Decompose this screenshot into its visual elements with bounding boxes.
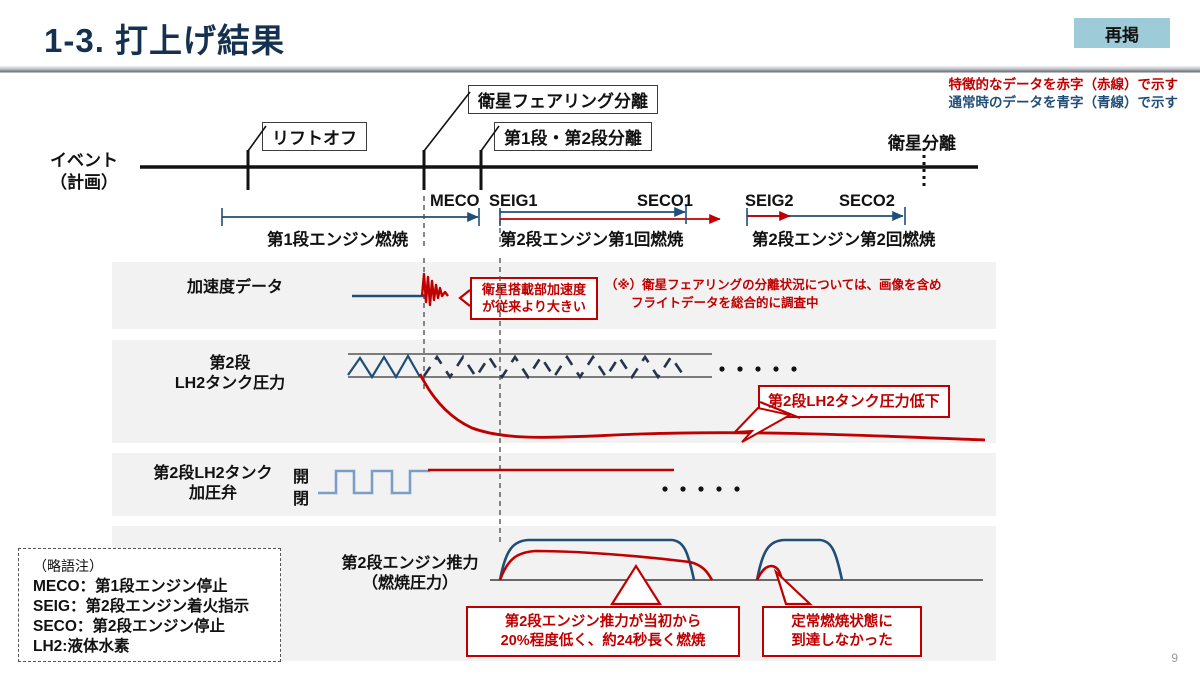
page-number: 9 xyxy=(1171,651,1178,665)
event-code-seco2: SECO2 xyxy=(839,192,895,210)
burn-phase-label-stage2-burn1: 第2段エンジン第1回燃焼 xyxy=(500,231,684,249)
footnote-marker: （※） xyxy=(605,278,643,292)
callout-no-steady-burn: 定常燃焼状態に 到達しなかった xyxy=(762,606,922,657)
abbreviation-title: （略語注） xyxy=(33,558,103,574)
abbreviation-line-lh2: LH2:液体水素 xyxy=(33,637,130,655)
footnote-line2: フライトデータを総合的に調査中 xyxy=(631,296,819,311)
footnote-acceleration: （※）衛星フェアリングの分離状況については、画像を含め フライトデータを総合的に… xyxy=(605,276,942,312)
callout-thrust-low-line1: 第2段エンジン推力が当初から xyxy=(504,613,702,630)
timeline-callout-stage-separation: 第1段・第2段分離 xyxy=(494,122,652,151)
event-code-seco1: SECO1 xyxy=(637,192,693,210)
footnote-line1: （※）衛星フェアリングの分離状況については、画像を含め xyxy=(605,276,942,294)
title-divider xyxy=(0,66,1200,73)
abbreviation-box: （略語注） MECO：第1段エンジン停止 SEIG：第2段エンジン着火指示 SE… xyxy=(18,548,281,662)
timeline-axis-label-line1: イベント xyxy=(50,151,118,170)
event-code-seig1: SEIG1 xyxy=(489,192,538,210)
row-label-lh2-pressure-line1: 第2段 xyxy=(209,355,251,372)
row-label-acceleration-line1: 加速度データ xyxy=(186,279,283,296)
timeline-axis-label: イベント （計画） xyxy=(50,150,118,194)
row-label-thrust-line2: （燃焼圧力） xyxy=(361,575,458,592)
burn-phase-label-stage2-burn2: 第2段エンジン第2回燃焼 xyxy=(752,231,936,249)
abbreviation-line-meco: MECO：第1段エンジン停止 xyxy=(33,578,228,595)
row-label-lh2-pressure-line2: LH2タンク圧力 xyxy=(174,375,286,392)
timeline-axis-label-line2: （計画） xyxy=(50,173,118,193)
legend-blue-line: 通常時のデータを青字（青線）で示す xyxy=(948,95,1179,111)
callout-no-steady-burn-line2: 到達しなかった xyxy=(791,632,893,649)
valve-state-open: 開 xyxy=(293,469,310,486)
callout-acceleration-line1: 衛星搭載部加速度 xyxy=(481,281,586,297)
timeline-callout-fairing-separation: 衛星フェアリング分離 xyxy=(468,85,658,114)
timeline-satellite-separation-label: 衛星分離 xyxy=(888,134,956,153)
row-label-thrust-line1: 第2段エンジン推力 xyxy=(341,555,479,572)
callout-thrust-low-line2: 20%程度低く、約24秒長く燃焼 xyxy=(500,632,706,649)
page-title: 1-3. 打上げ結果 xyxy=(44,22,286,59)
footnote-text1: 衛星フェアリングの分離状況については、画像を含め xyxy=(642,278,942,292)
status-badge: 再掲 xyxy=(1074,18,1170,48)
callout-lh2-pressure-drop: 第2段LH2タンク圧力低下 xyxy=(758,385,950,418)
callout-no-steady-burn-line1: 定常燃焼状態に xyxy=(791,613,893,630)
callout-acceleration: 衛星搭載部加速度 が従来より大きい xyxy=(470,277,598,320)
valve-state-closed: 閉 xyxy=(293,491,310,508)
event-code-seig2: SEIG2 xyxy=(745,192,794,210)
abbreviation-line-seco: SECO：第2段エンジン停止 xyxy=(33,617,226,635)
timeline-callout-liftoff: リフトオフ xyxy=(262,122,367,151)
row-label-valve-line2: 加圧弁 xyxy=(188,485,237,502)
row-label-acceleration: 加速度データ xyxy=(150,278,320,298)
event-code-meco: MECO xyxy=(430,192,480,210)
burn-phase-label-stage1: 第1段エンジン燃焼 xyxy=(267,231,409,249)
row-label-lh2-pressure: 第2段 LH2タンク圧力 xyxy=(130,354,330,394)
row-label-valve-line1: 第2段LH2タンク xyxy=(153,465,273,482)
band-valve xyxy=(112,453,996,516)
row-label-thrust: 第2段エンジン推力 （燃焼圧力） xyxy=(320,554,500,594)
callout-acceleration-line2: が従来より大きい xyxy=(482,298,586,314)
leader-fairing xyxy=(423,91,471,152)
row-label-valve: 第2段LH2タンク 加圧弁 xyxy=(118,464,308,504)
abbreviation-line-seig: SEIG：第2段エンジン着火指示 xyxy=(33,597,250,615)
color-legend: 特徴的なデータを赤字（赤線）で示す 通常時のデータを青字（青線）で示す xyxy=(949,76,1179,112)
legend-red-line: 特徴的なデータを赤字（赤線）で示す xyxy=(948,77,1179,92)
callout-thrust-low: 第2段エンジン推力が当初から 20%程度低く、約24秒長く燃焼 xyxy=(466,606,740,657)
